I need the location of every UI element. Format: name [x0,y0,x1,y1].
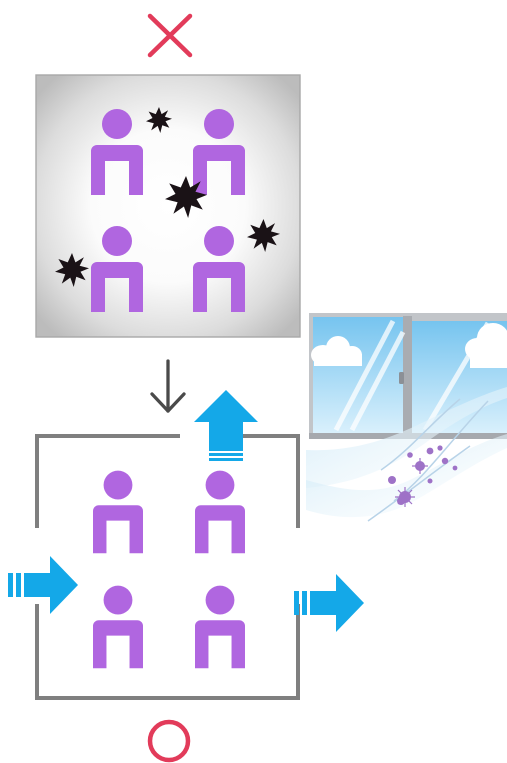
arrow-down-icon [150,359,186,413]
crowded-room [35,74,301,338]
person-icon [195,585,245,669]
person-icon [195,470,245,554]
air-up-arrow-icon [194,390,258,461]
room-frame [35,434,300,700]
air-in-arrow-icon [8,556,78,614]
crowded-room-background [35,74,301,338]
open-window-icon [309,313,507,439]
x-mark-icon [147,13,193,58]
ventilated-room [8,390,364,700]
person-icon [93,470,143,554]
circle-icon [147,719,191,763]
wind-with-germs-icon [306,387,507,522]
person-icon [93,585,143,669]
air-out-arrow-icon [294,574,364,632]
